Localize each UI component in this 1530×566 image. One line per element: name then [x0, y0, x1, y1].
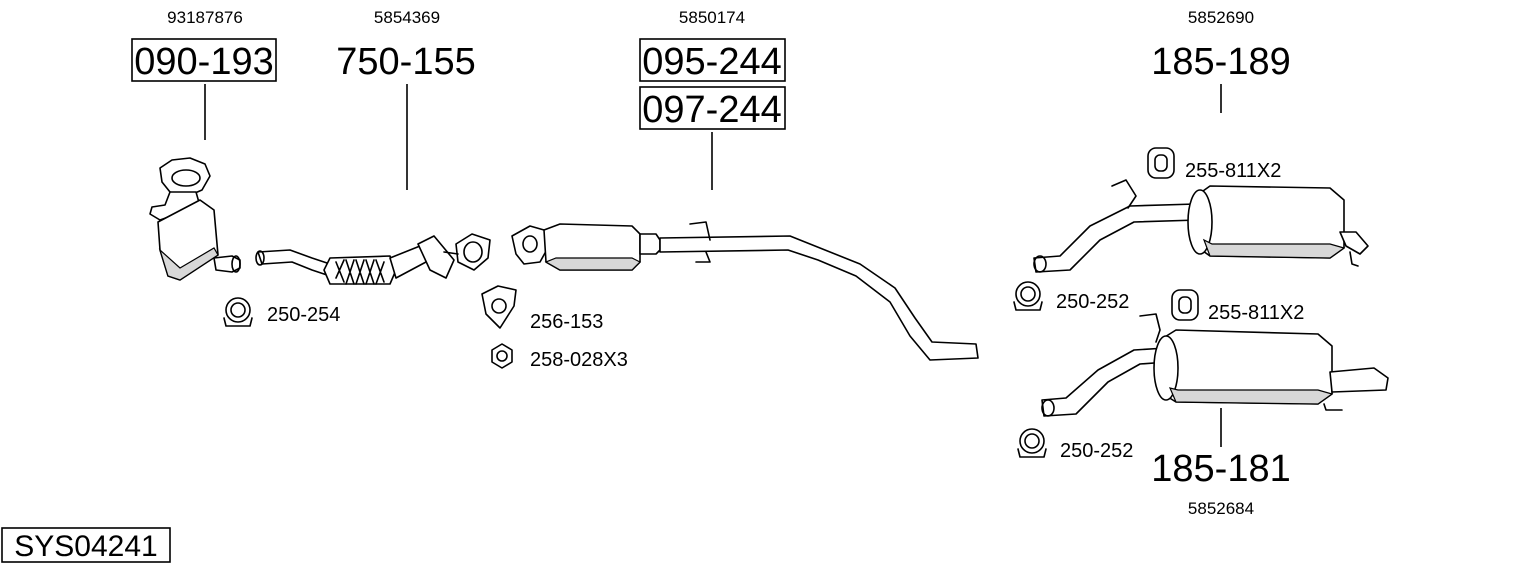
part-number-rear-lower: 185-181	[1151, 448, 1290, 490]
part-number-mid-2-label: 097-244	[642, 89, 781, 131]
accessory-label-clamp-lower: 250-252	[1060, 440, 1133, 462]
part-number-front-pipe: 750-155	[336, 41, 475, 83]
middle-muffler-section	[511, 221, 979, 361]
accessory-label-clamp-cat: 250-254	[267, 304, 340, 326]
gasket-icon	[481, 285, 517, 329]
catalytic-converter	[149, 157, 241, 281]
system-code-label: SYS04241	[14, 530, 157, 563]
rear-muffler-lower	[1041, 313, 1389, 417]
accessory-label-clamp-upper: 250-252	[1056, 291, 1129, 313]
oe-number-mid: 5850174	[679, 8, 745, 27]
clamp-icon-upper	[1013, 281, 1043, 311]
part-number-mid-1-label: 095-244	[642, 41, 781, 83]
accessory-label-hanger-lower: 255-811X2	[1208, 302, 1304, 324]
clamp-icon-cat	[223, 297, 253, 327]
rear-muffler-upper	[1033, 179, 1369, 273]
oe-number-rear-lower: 5852684	[1188, 499, 1254, 518]
front-pipe	[255, 233, 491, 285]
part-number-cat: 090-193	[131, 38, 277, 83]
system-code: SYS04241	[1, 527, 171, 563]
accessory-label-gasket: 256-153	[530, 311, 603, 333]
oe-number-rear-upper: 5852690	[1188, 8, 1254, 27]
accessory-label-nut: 258-028X3	[530, 349, 628, 371]
part-number-mid-1: 095-244	[639, 38, 786, 83]
part-number-cat-label: 090-193	[134, 41, 273, 83]
clamp-icon-lower	[1017, 428, 1047, 458]
hanger-icon-lower	[1171, 289, 1199, 321]
hanger-icon-upper	[1147, 147, 1175, 179]
part-number-rear-upper: 185-189	[1151, 41, 1290, 83]
oe-number-front-pipe: 5854369	[374, 8, 440, 27]
accessory-label-hanger-upper: 255-811X2	[1185, 160, 1281, 182]
oe-number-cat: 93187876	[167, 8, 243, 27]
part-number-mid-2: 097-244	[639, 86, 786, 131]
nut-icon	[491, 343, 513, 369]
